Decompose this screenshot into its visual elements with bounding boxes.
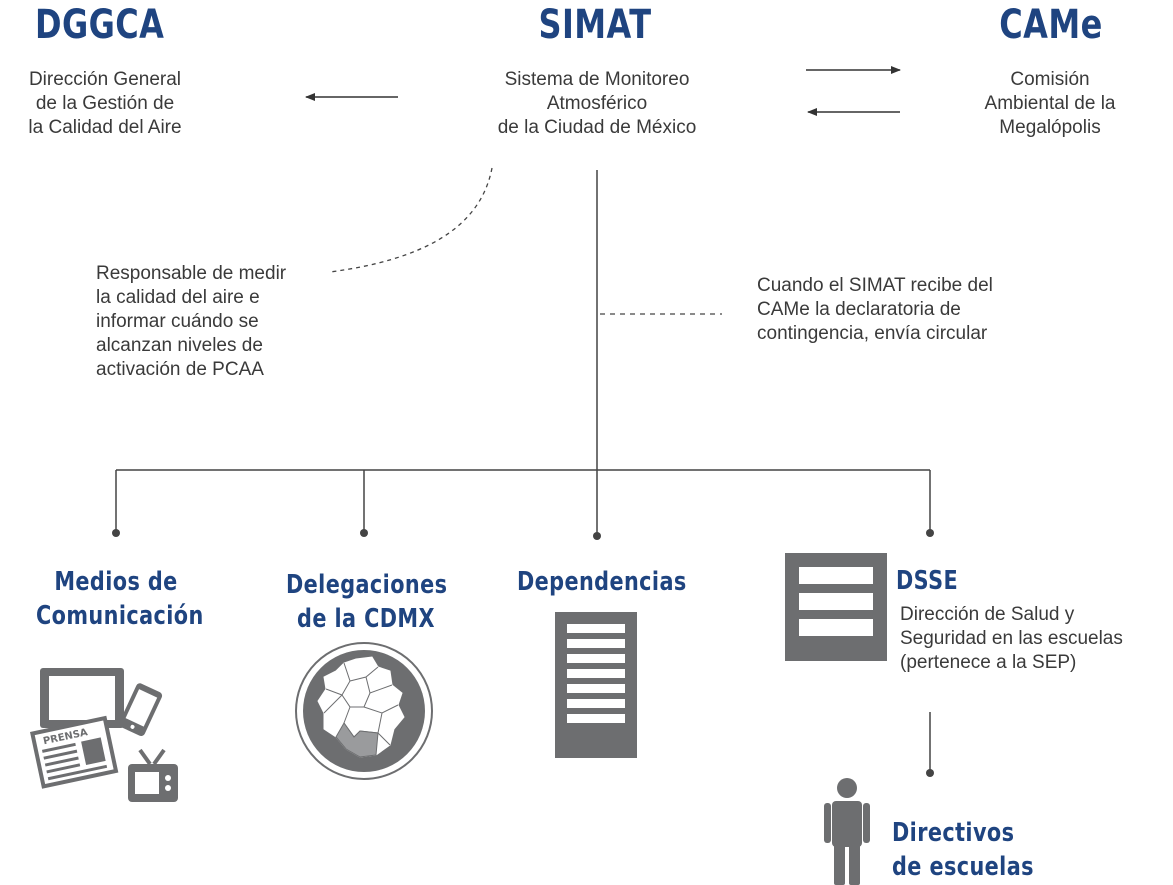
media-title: Medios de Comunicación — [36, 567, 204, 631]
directivos-title: Directivos de escuelas — [892, 818, 1034, 882]
contingency-note: Cuando el SIMAT recibe del CAMe la decla… — [757, 275, 993, 344]
newspaper-icon: PRENSA — [30, 715, 119, 789]
delegaciones-title: Delegaciones de la CDMX — [286, 570, 448, 634]
building-icon — [555, 612, 637, 758]
dashed-curve — [329, 167, 493, 273]
phone-icon — [119, 683, 163, 737]
dggca-title: DGGCA — [35, 2, 165, 48]
simat-description: Sistema de Monitoreo Atmosférico de la C… — [497, 69, 697, 138]
cdmx-map-icon — [295, 642, 433, 780]
person-icon — [824, 778, 870, 885]
responsible-note: Responsable de medir la calidad del aire… — [96, 263, 287, 380]
tv-icon — [128, 748, 178, 802]
came-title: CAMe — [999, 2, 1103, 48]
dependencias-title: Dependencias — [517, 567, 687, 597]
simat-title: SIMAT — [538, 2, 652, 48]
dsse-description: Dirección de Salud y Seguridad en las es… — [900, 604, 1123, 673]
dsse-title: DSSE — [896, 566, 959, 596]
dsse-building-icon — [785, 553, 887, 661]
came-description: Comisión Ambiental de la Megalópolis — [984, 69, 1116, 138]
dggca-description: Dirección General de la Gestión de la Ca… — [28, 69, 182, 138]
media-icon: PRENSA — [30, 668, 178, 802]
